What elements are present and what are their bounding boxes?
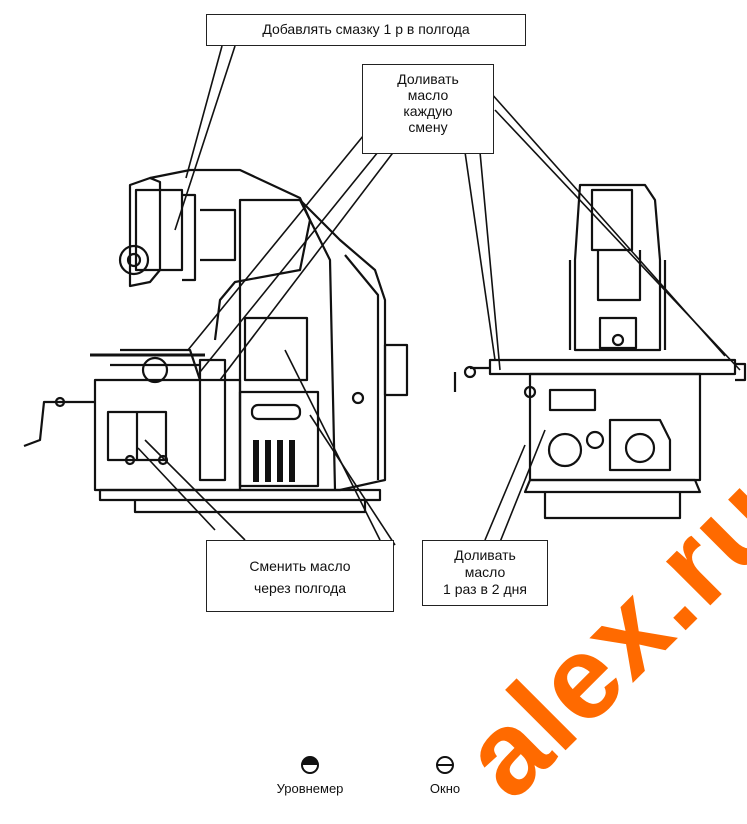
callout-two-days-line-3: 1 раз в 2 дня xyxy=(443,581,527,597)
callout-add-grease-text: Добавлять смазку 1 р в полгода xyxy=(262,21,470,37)
callout-each-shift-line-2: масло xyxy=(407,87,449,103)
callout-change-oil-line-1: Сменить масло xyxy=(249,558,351,574)
legend-window: Окно xyxy=(405,755,485,796)
callout-leader-lines xyxy=(137,45,741,546)
legend-window-label: Окно xyxy=(429,781,461,796)
level-gauge-icon xyxy=(301,756,319,774)
callout-add-grease: Добавлять смазку 1 р в полгода xyxy=(206,14,526,46)
machine-side-view xyxy=(23,168,409,514)
callout-two-days-line-2: масло xyxy=(464,564,506,580)
legend-level-gauge-label: Уровнемер xyxy=(276,781,344,796)
callout-each-shift-line-3: каждую xyxy=(403,103,453,119)
window-icon xyxy=(436,756,454,774)
callout-change-oil: Сменить масло через полгода xyxy=(206,540,394,612)
callout-each-shift-line-1: Доливать xyxy=(397,71,459,87)
callout-each-shift: Доливать масло каждую смену xyxy=(362,64,494,154)
callout-two-days: Доливать масло 1 раз в 2 дня xyxy=(422,540,548,606)
callout-each-shift-line-4: смену xyxy=(408,119,448,135)
callout-two-days-line-1: Доливать xyxy=(454,547,516,563)
legend-level-gauge: Уровнемер xyxy=(255,755,365,796)
machine-front-view xyxy=(453,183,747,520)
callout-change-oil-line-2: через полгода xyxy=(253,580,347,596)
